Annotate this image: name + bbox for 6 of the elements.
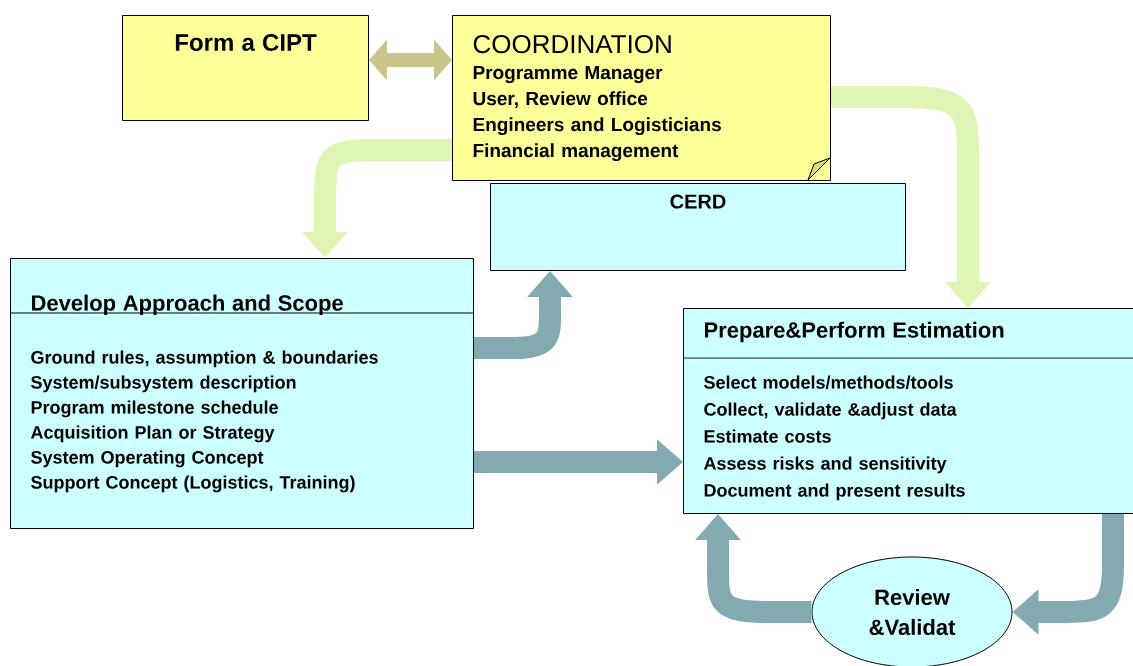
block-arrow: [369, 39, 452, 81]
note-box: COORDINATION Programme Manager User, Review office Engineers and Logisticians Financial management: [452, 15, 831, 181]
panel-box: CERD: [490, 183, 906, 271]
process-box: Develop Approach and Scope Ground rules, assumption & boundaries System/subsystem description Program milestone schedule Acquisition Plan or Strategy System Operating Concept Support Concept (Logistics, Training): [10, 258, 474, 529]
title-box: Form a CIPT: [122, 15, 369, 121]
process-box: Prepare&Perform Estimation Select models/methods/tools Collect, validate &adjust data Estimate costs Assess risks and sensitivity Document and present results: [683, 308, 1133, 514]
